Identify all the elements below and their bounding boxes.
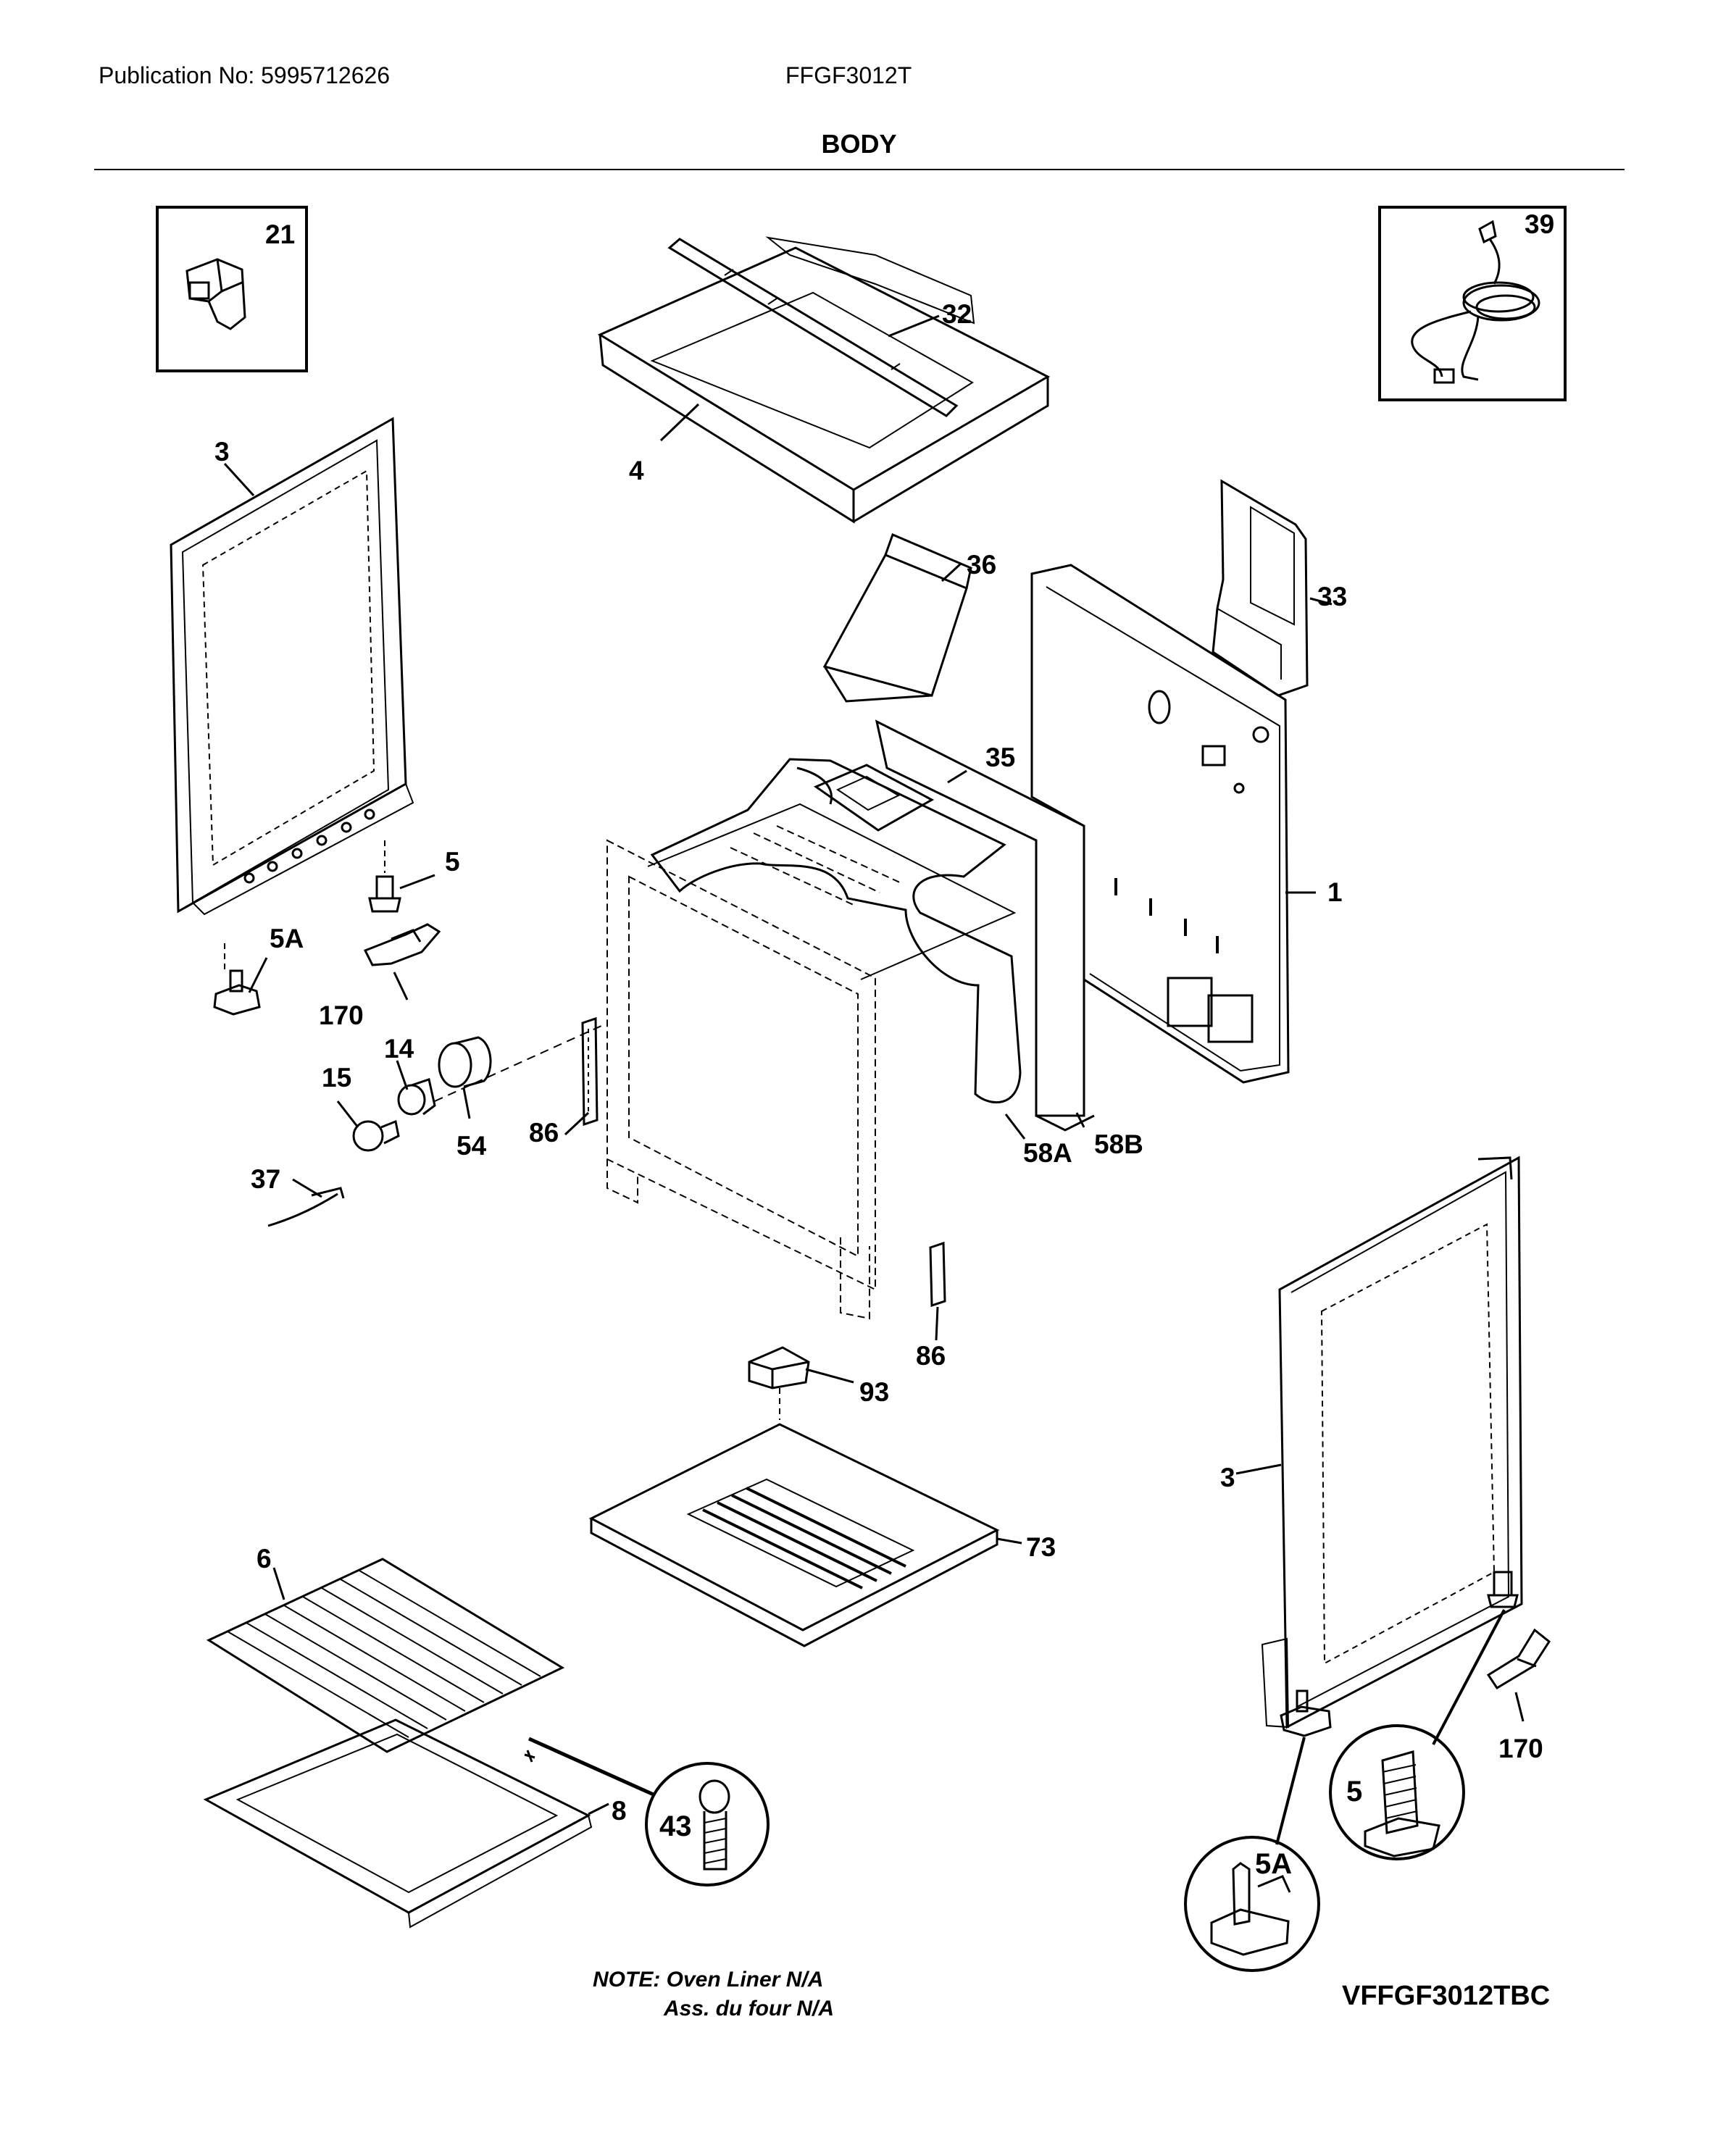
part-5-left-leg[interactable] — [368, 840, 401, 913]
part-33-side-bracket[interactable] — [1212, 479, 1309, 697]
part-1-back-panel[interactable] — [1030, 564, 1290, 1084]
label-36: 36 — [967, 550, 996, 580]
part-8-broiler-pan[interactable] — [203, 1718, 593, 1929]
part-3-left-side-panel[interactable] — [170, 417, 414, 916]
label-170-left: 170 — [319, 1000, 364, 1030]
part-170-right-bracket[interactable] — [1486, 1628, 1551, 1690]
label-5a-left: 5A — [270, 924, 304, 953]
foot-5a-leader — [1275, 1737, 1306, 1845]
screw-small — [524, 1750, 535, 1763]
label-5-left: 5 — [445, 847, 460, 877]
part-86-left-clip[interactable] — [581, 1016, 599, 1127]
label-3-right: 3 — [1220, 1463, 1235, 1492]
part-37-wire[interactable] — [267, 1187, 345, 1227]
part-54-lens[interactable] — [438, 1036, 492, 1088]
label-32: 32 — [942, 299, 972, 329]
part-4-top-panel[interactable] — [597, 236, 1051, 524]
label-43: 43 — [659, 1810, 692, 1842]
oven-cavity — [647, 803, 1017, 980]
label-54: 54 — [456, 1131, 487, 1161]
label-5-circle: 5 — [1346, 1776, 1362, 1808]
label-58a: 58A — [1023, 1138, 1072, 1168]
part-43-screw-detail[interactable] — [645, 1762, 770, 1886]
part-170-left-bracket[interactable] — [363, 923, 441, 966]
model-number: FFGF3012T — [785, 62, 912, 88]
label-4: 4 — [629, 456, 644, 485]
oven-liner-dashed — [606, 839, 876, 1320]
leg-5-leader — [1432, 1609, 1506, 1745]
label-35: 35 — [985, 743, 1015, 772]
part-35-plate[interactable] — [813, 764, 935, 832]
leader-lines — [223, 314, 1525, 1816]
part-36-duct[interactable] — [822, 532, 972, 703]
label-8: 8 — [612, 1796, 627, 1826]
label-6: 6 — [257, 1544, 272, 1574]
label-3-left: 3 — [214, 437, 230, 467]
publication-number: Publication No: 5995712626 — [99, 62, 391, 88]
label-86-left: 86 — [529, 1118, 559, 1148]
header-rule — [94, 169, 1625, 170]
label-39: 39 — [1525, 209, 1554, 239]
label-21: 21 — [265, 220, 295, 249]
part-5-leveling-leg-detail[interactable] — [1329, 1724, 1465, 1860]
part-86-bottom-clip[interactable] — [929, 1241, 946, 1308]
part-5-right-leg[interactable] — [1487, 1571, 1519, 1608]
part-39-inset[interactable] — [1378, 206, 1567, 401]
part-21-inset[interactable] — [156, 206, 308, 372]
lamp-assembly-line — [434, 1025, 602, 1102]
diagram-code: VFFGF3012TBC — [1342, 1981, 1551, 2011]
label-15: 15 — [322, 1063, 351, 1092]
part-5a-bracket-detail[interactable] — [1184, 1836, 1320, 1972]
part-15-bulb[interactable] — [352, 1119, 400, 1152]
label-1: 1 — [1327, 877, 1343, 907]
label-5a-circle: 5A — [1255, 1848, 1292, 1880]
part-3-right-side-panel[interactable] — [1261, 1156, 1523, 1729]
part-5a-right-foot[interactable] — [1280, 1689, 1332, 1737]
label-33: 33 — [1317, 582, 1347, 611]
part-73-bottom-panel[interactable] — [588, 1423, 1000, 1647]
part-32-bar[interactable] — [667, 238, 959, 417]
note-oven-liner-fr: Ass. du four N/A — [664, 1997, 835, 2021]
part-93-spreader[interactable] — [748, 1346, 810, 1390]
note-oven-liner-en: NOTE: Oven Liner N/A — [593, 1968, 824, 1992]
section-title: BODY — [821, 129, 897, 159]
part-14-socket[interactable] — [397, 1078, 436, 1116]
screw-leader — [528, 1737, 656, 1797]
part-58a-insulation-wrap[interactable] — [650, 758, 1022, 1104]
label-73: 73 — [1026, 1532, 1056, 1562]
callout-labels: 21 39 32 4 3 36 33 35 1 5 5A 170 14 15 5… — [214, 209, 1554, 1880]
label-14: 14 — [384, 1034, 414, 1064]
part-6-oven-rack[interactable] — [206, 1558, 565, 1753]
label-170-right: 170 — [1498, 1734, 1543, 1763]
label-37: 37 — [251, 1164, 280, 1194]
label-86-bottom: 86 — [916, 1341, 946, 1371]
label-58b: 58B — [1094, 1129, 1143, 1159]
label-93: 93 — [859, 1377, 889, 1407]
part-5a-left-foot[interactable] — [213, 943, 261, 1016]
